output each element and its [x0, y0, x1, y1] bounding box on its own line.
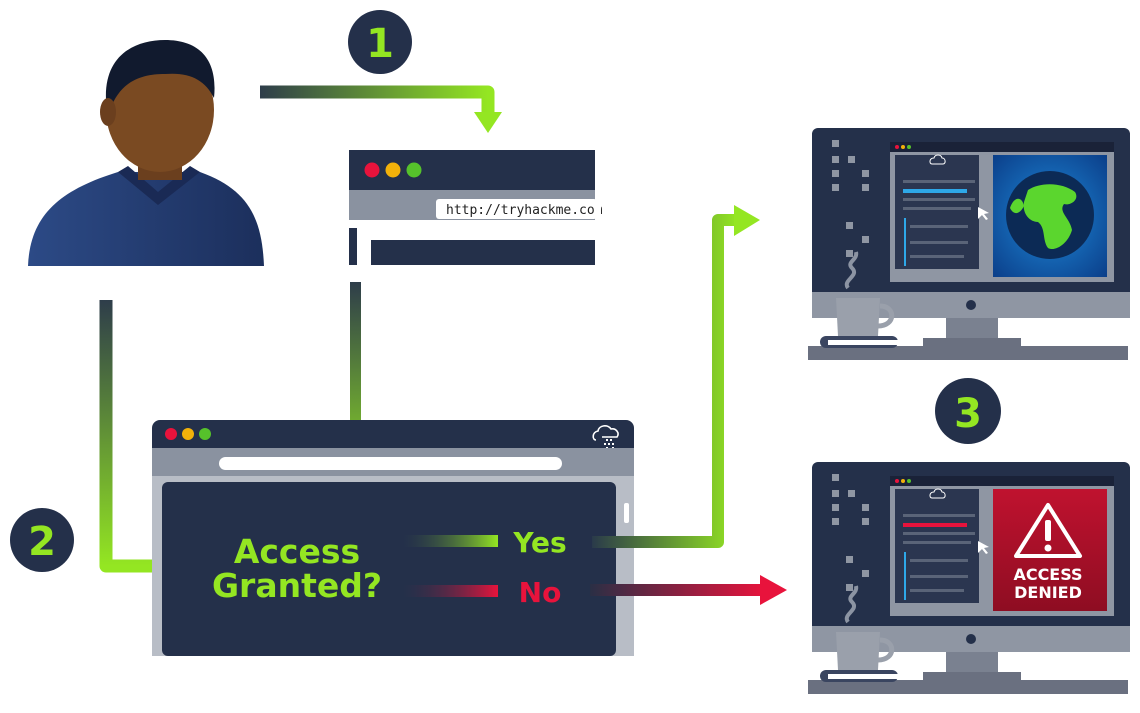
yes-label: Yes	[512, 526, 566, 559]
yes-bar	[403, 535, 498, 547]
no-bar	[403, 585, 498, 597]
arrow-to-browser	[260, 85, 502, 133]
browser-window: http://tryhackme.com	[349, 150, 603, 265]
access-denied-line2: DENIED	[1014, 583, 1082, 602]
minimize-dot-icon	[385, 162, 401, 178]
maximize-dot-icon	[406, 162, 422, 178]
decision-question-line1: Access	[234, 532, 360, 571]
arrow-yes-to-granted	[592, 205, 760, 548]
address-bar[interactable]	[436, 199, 597, 219]
step-badge-2: 2	[10, 508, 74, 572]
monitor-access-denied: ACCESS DENIED	[808, 462, 1130, 694]
decision-window: Access Granted? Yes No	[152, 420, 634, 656]
step-number-3: 3	[954, 391, 982, 437]
address-bar-url: http://tryhackme.com	[446, 203, 603, 218]
step-number-2: 2	[28, 519, 56, 565]
arrow-no-to-denied	[590, 575, 787, 605]
step-number-1: 1	[366, 21, 394, 67]
user-avatar	[28, 40, 264, 266]
access-denied-line1: ACCESS	[1013, 565, 1082, 584]
decision-question-line2: Granted?	[212, 566, 382, 605]
monitor-access-granted	[808, 128, 1130, 360]
step-badge-3: 3	[935, 378, 1001, 444]
no-label: No	[519, 576, 562, 609]
close-dot-icon	[364, 162, 380, 178]
warning-icon	[1014, 503, 1082, 558]
step-badge-1: 1	[348, 10, 412, 74]
